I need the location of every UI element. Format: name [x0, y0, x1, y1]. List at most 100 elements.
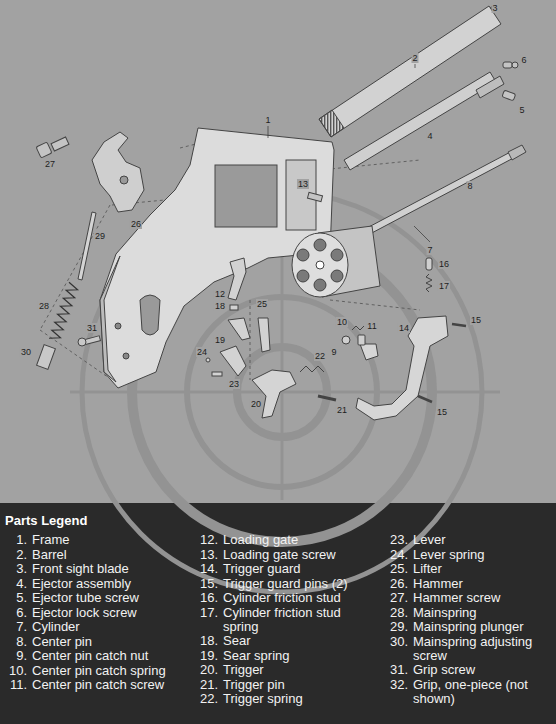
part-name: Ejector assembly [32, 577, 184, 591]
callout-number: 19 [214, 335, 226, 345]
small-parts [258, 318, 270, 352]
leader-line [268, 126, 269, 138]
cylinder-friction-stud [426, 258, 432, 270]
trigger-guard [360, 344, 378, 360]
callout-number: 4 [426, 131, 433, 141]
cylinder [316, 261, 324, 269]
part-name: Center pin catch spring [32, 664, 184, 678]
legend-number: 23. [386, 533, 408, 547]
legend-number: 31. [386, 663, 408, 677]
hammer-screw [51, 137, 69, 151]
grip-screw [78, 336, 100, 346]
barrel [319, 6, 501, 137]
legend-number: 5. [5, 591, 27, 605]
legend-number: 27. [386, 591, 408, 605]
legend-number: 2. [5, 548, 27, 562]
part-name: Front sight blade [32, 562, 184, 576]
leader-line [414, 226, 430, 242]
construction-line [40, 205, 110, 330]
callout-number: 26 [130, 219, 142, 229]
part-name: Trigger guard pins (2) [223, 577, 373, 591]
ejector-screws [502, 90, 516, 101]
part-name: Cylinder friction stud spring [223, 606, 373, 634]
part-name: Lever [413, 533, 551, 547]
callout-number: 5 [518, 105, 525, 115]
part-name: Sear spring [223, 649, 373, 663]
frame [215, 165, 277, 227]
callout-number: 1 [264, 115, 271, 125]
callout-number: 24 [196, 347, 208, 357]
legend-number: 25. [386, 562, 408, 576]
part-name: Center pin catch nut [32, 649, 184, 663]
callout-number: 21 [336, 405, 348, 415]
cylinder [331, 249, 343, 261]
cylinder [314, 279, 326, 291]
callout-number: 6 [520, 55, 527, 65]
trigger [300, 366, 324, 372]
legend-number: 29. [386, 620, 408, 634]
ejector-assembly [476, 76, 504, 98]
callout-number: 2 [411, 53, 418, 63]
loading-gate-screw [307, 192, 322, 201]
leader-line [268, 64, 430, 242]
center-pin [348, 145, 526, 244]
ejector-assembly [344, 72, 496, 170]
callout-number: 29 [94, 231, 106, 241]
callout-number: 31 [86, 323, 98, 333]
legend-number: 24. [386, 548, 408, 562]
part-name: Mainspring [413, 606, 551, 620]
part-name: Center pin catch screw [32, 678, 184, 692]
callout-number: 14 [398, 323, 410, 333]
legend-number: 22. [196, 692, 218, 706]
trigger [252, 370, 296, 418]
callout-number: 15 [470, 315, 482, 325]
callout-number: 9 [330, 347, 337, 357]
hammer [120, 176, 128, 184]
legend-number: 20. [196, 663, 218, 677]
center-pin-catch [342, 326, 365, 345]
legend-number: 32. [386, 678, 408, 692]
cylinder [292, 233, 348, 297]
part-name: Barrel [32, 548, 184, 562]
trigger [318, 396, 336, 400]
ejector-screws [502, 62, 518, 101]
callout-number: 8 [466, 181, 473, 191]
small-parts [220, 346, 246, 376]
part-name: Hammer [413, 577, 551, 591]
legend-number: 1. [5, 533, 27, 547]
callout-number: 12 [214, 289, 226, 299]
small-parts [206, 258, 270, 376]
part-name: Mainspring adjusting screw [413, 635, 551, 663]
callout-number: 25 [256, 299, 268, 309]
part-name: Trigger [223, 663, 373, 677]
legend-number: 4. [5, 577, 27, 591]
part-name: Frame [32, 533, 184, 547]
part-name: Center pin [32, 635, 184, 649]
legend-number: 3. [5, 562, 27, 576]
legend-number: 18. [196, 634, 218, 648]
legend-number: 12. [196, 533, 218, 547]
callout-number: 13 [297, 179, 309, 189]
center-pin [348, 148, 521, 244]
legend-number: 9. [5, 649, 27, 663]
ejector-screws [512, 62, 518, 68]
legend-number: 30. [386, 635, 408, 649]
callout-number: 7 [426, 245, 433, 255]
cylinder [292, 226, 380, 297]
cylinder-friction-stud [426, 274, 432, 292]
callout-number: 23 [228, 379, 240, 389]
part-name: Mainspring plunger [413, 620, 551, 634]
legend-number: 7. [5, 620, 27, 634]
legend-number: 19. [196, 649, 218, 663]
callout-number: 20 [250, 399, 262, 409]
legend-number: 6. [5, 606, 27, 620]
small-parts [230, 305, 238, 310]
part-name: Ejector tube screw [32, 591, 184, 605]
small-parts [228, 258, 246, 300]
ejector-assembly [344, 72, 504, 170]
construction-line [250, 300, 251, 380]
frame [100, 256, 120, 382]
center-pin [508, 145, 526, 160]
part-name: Lever spring [413, 548, 551, 562]
legend-number: 15. [196, 577, 218, 591]
